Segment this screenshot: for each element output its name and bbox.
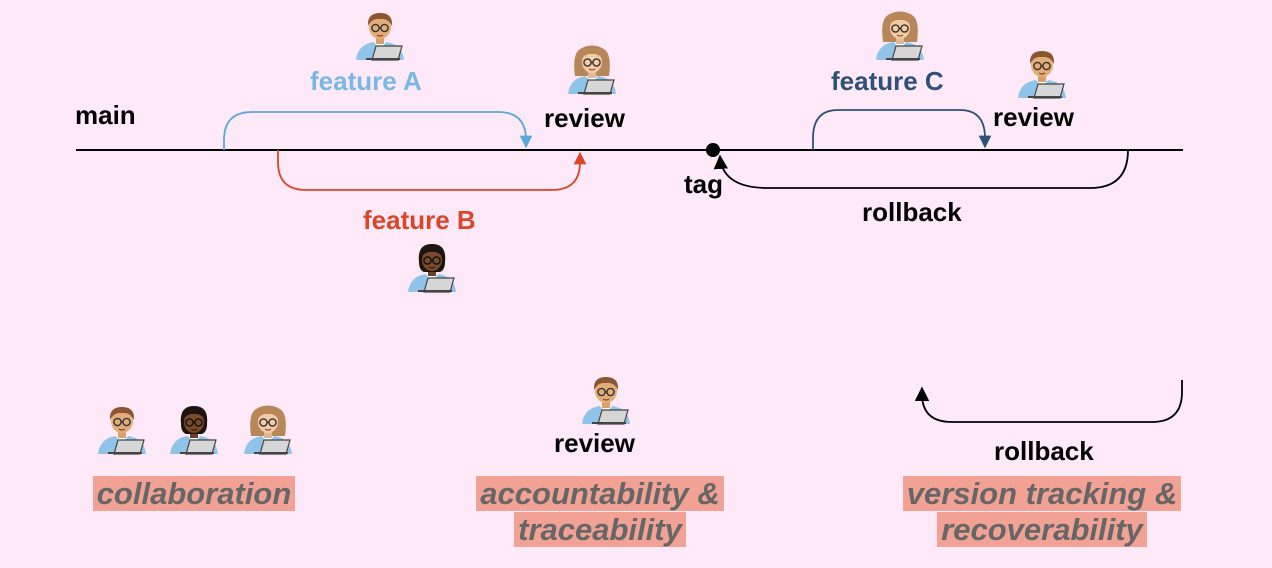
feature-a-label: feature A — [310, 66, 422, 96]
benefit-title-line-1: accountability & — [476, 476, 724, 511]
developer-feature-c-icon — [875, 10, 925, 61]
feature-c-branch — [812, 109, 992, 150]
tag-dot — [706, 143, 720, 157]
feature-b-branch — [277, 150, 587, 191]
tag-label: tag — [684, 169, 723, 199]
feature-b-label: feature B — [363, 205, 476, 235]
benefit-title: collaboration — [92, 476, 296, 511]
benefit-rollback-label: rollback — [994, 436, 1094, 466]
developer-feature-b-icon — [407, 243, 457, 293]
developer-review-icon — [1017, 50, 1067, 99]
main-branch-label: main — [75, 100, 136, 130]
collaborator-icon — [97, 406, 147, 455]
feature-a-branch — [223, 111, 533, 150]
collaborator-icon — [169, 405, 219, 455]
benefit-title-line-2: recoverability — [937, 512, 1147, 547]
reviewer-icon — [581, 376, 631, 425]
collaborator-icon — [243, 404, 293, 455]
rollback-benefit-arrow — [914, 380, 1183, 423]
rollback-arrow — [713, 149, 1129, 189]
feature-c-label: feature C — [831, 66, 944, 96]
review-label: review — [544, 103, 625, 133]
benefit-collaboration: collaboration — [78, 476, 310, 512]
developer-feature-a-icon — [355, 12, 405, 61]
review-label: review — [993, 102, 1074, 132]
benefit-version-tracking: version tracking & recoverability — [884, 476, 1200, 548]
benefit-title-line-1: version tracking & — [902, 476, 1182, 511]
developer-review-icon — [567, 44, 617, 95]
benefit-title-line-2: traceability — [514, 512, 686, 547]
benefit-accountability: accountability & traceability — [450, 476, 750, 548]
benefit-review-label: review — [554, 428, 635, 458]
rollback-label: rollback — [862, 197, 962, 227]
